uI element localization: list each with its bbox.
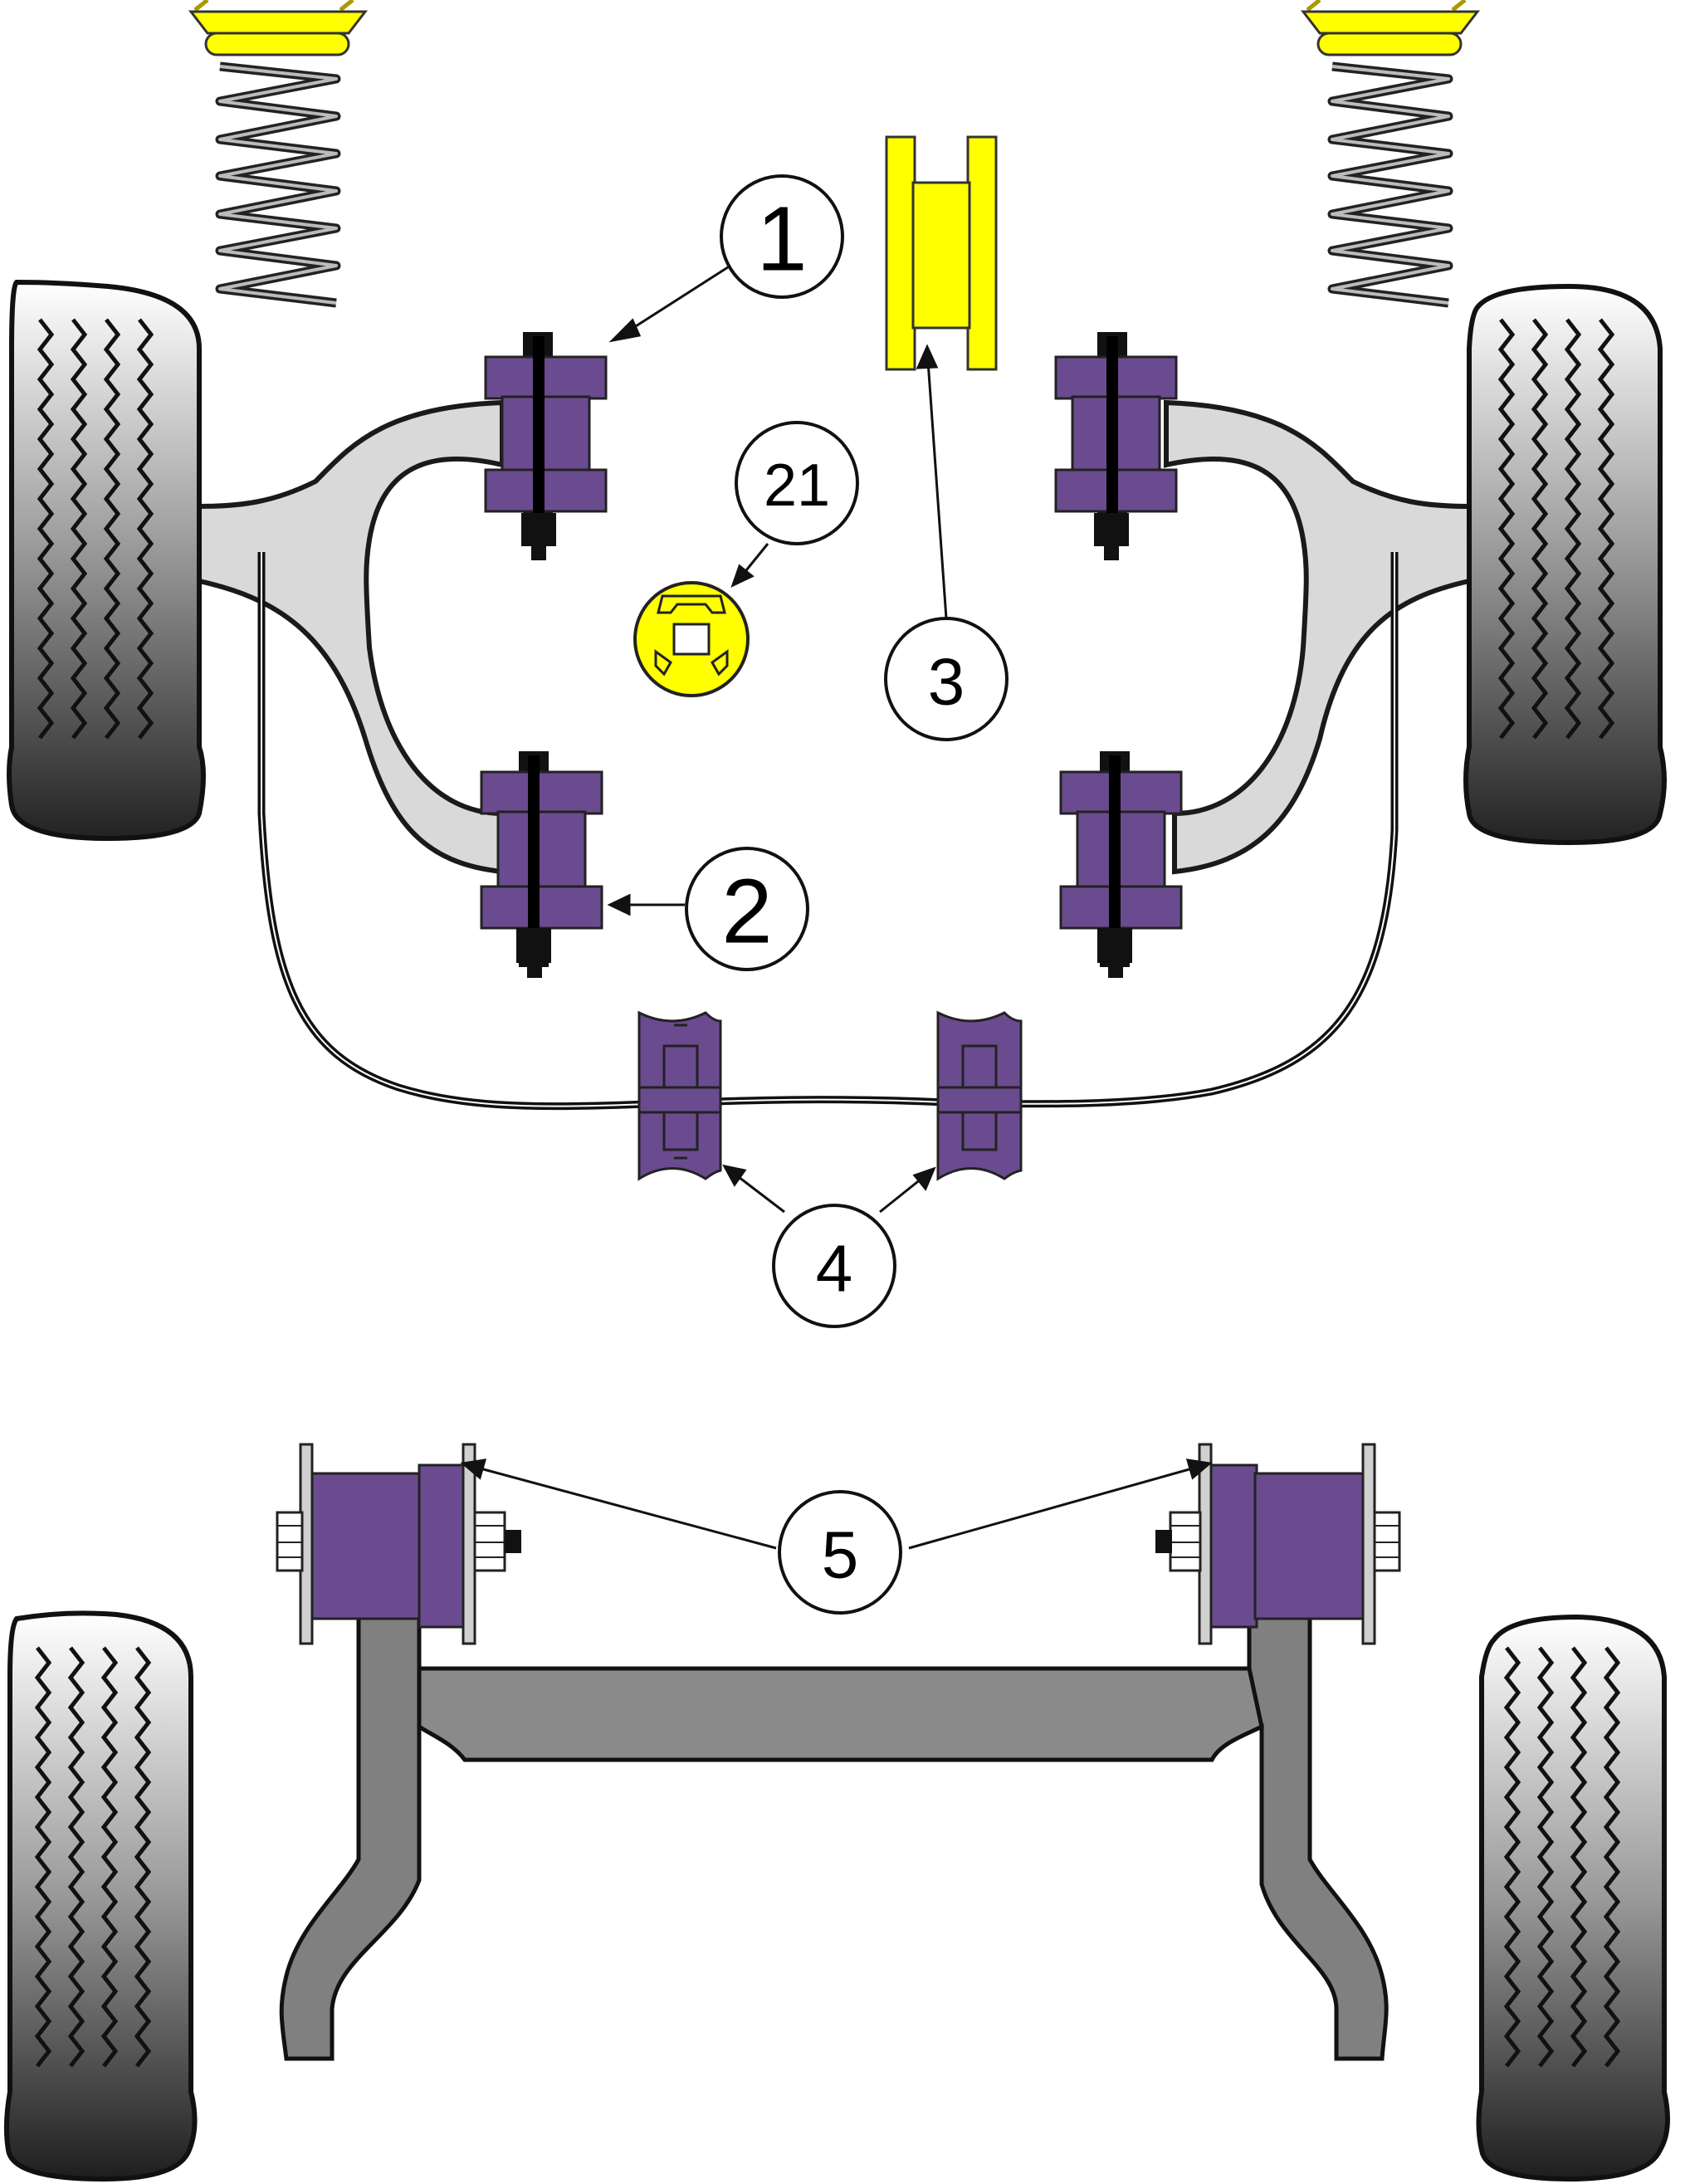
bush-5-left-beam-mount: [276, 1443, 521, 1645]
bush-2-lower-left: [480, 751, 603, 978]
right-front-tyre: [1463, 283, 1667, 846]
callout-2: 2: [685, 847, 809, 971]
callout-4: 4: [772, 1204, 896, 1328]
callout-4-label: 4: [816, 1232, 853, 1306]
callout-21: 21: [735, 421, 859, 545]
callout-2-label: 2: [721, 861, 772, 963]
callout-3-label: 3: [928, 645, 965, 719]
left-wishbone-arm: [197, 399, 505, 875]
left-rear-tyre: [3, 1610, 198, 2182]
right-coil-spring: [1300, 0, 1481, 308]
right-wishbone-arm: [1164, 399, 1472, 875]
callout-1-label: 1: [756, 188, 807, 291]
callout-5: 5: [778, 1490, 902, 1615]
callout-5-label: 5: [822, 1518, 859, 1592]
bush-2-lower-right: [1059, 751, 1183, 978]
bush-4-left-arb: [637, 1010, 722, 1181]
callout-1: 1: [720, 174, 844, 299]
bush-3-yellow-mount: [885, 135, 998, 371]
bush-1-upper-right: [1054, 332, 1178, 560]
left-front-tyre: [7, 279, 206, 842]
bush-1-upper-left: [484, 332, 608, 560]
left-coil-spring: [188, 0, 369, 308]
bush-21-yellow-insert: [633, 581, 750, 697]
callout-3: 3: [884, 617, 1009, 741]
bush-5-right-beam-mount: [1155, 1443, 1401, 1645]
right-rear-tyre: [1476, 1614, 1670, 2182]
callout-21-label: 21: [764, 452, 830, 519]
leader-lines: [460, 264, 1213, 1550]
bush-4-right-arb: [936, 1010, 1023, 1181]
